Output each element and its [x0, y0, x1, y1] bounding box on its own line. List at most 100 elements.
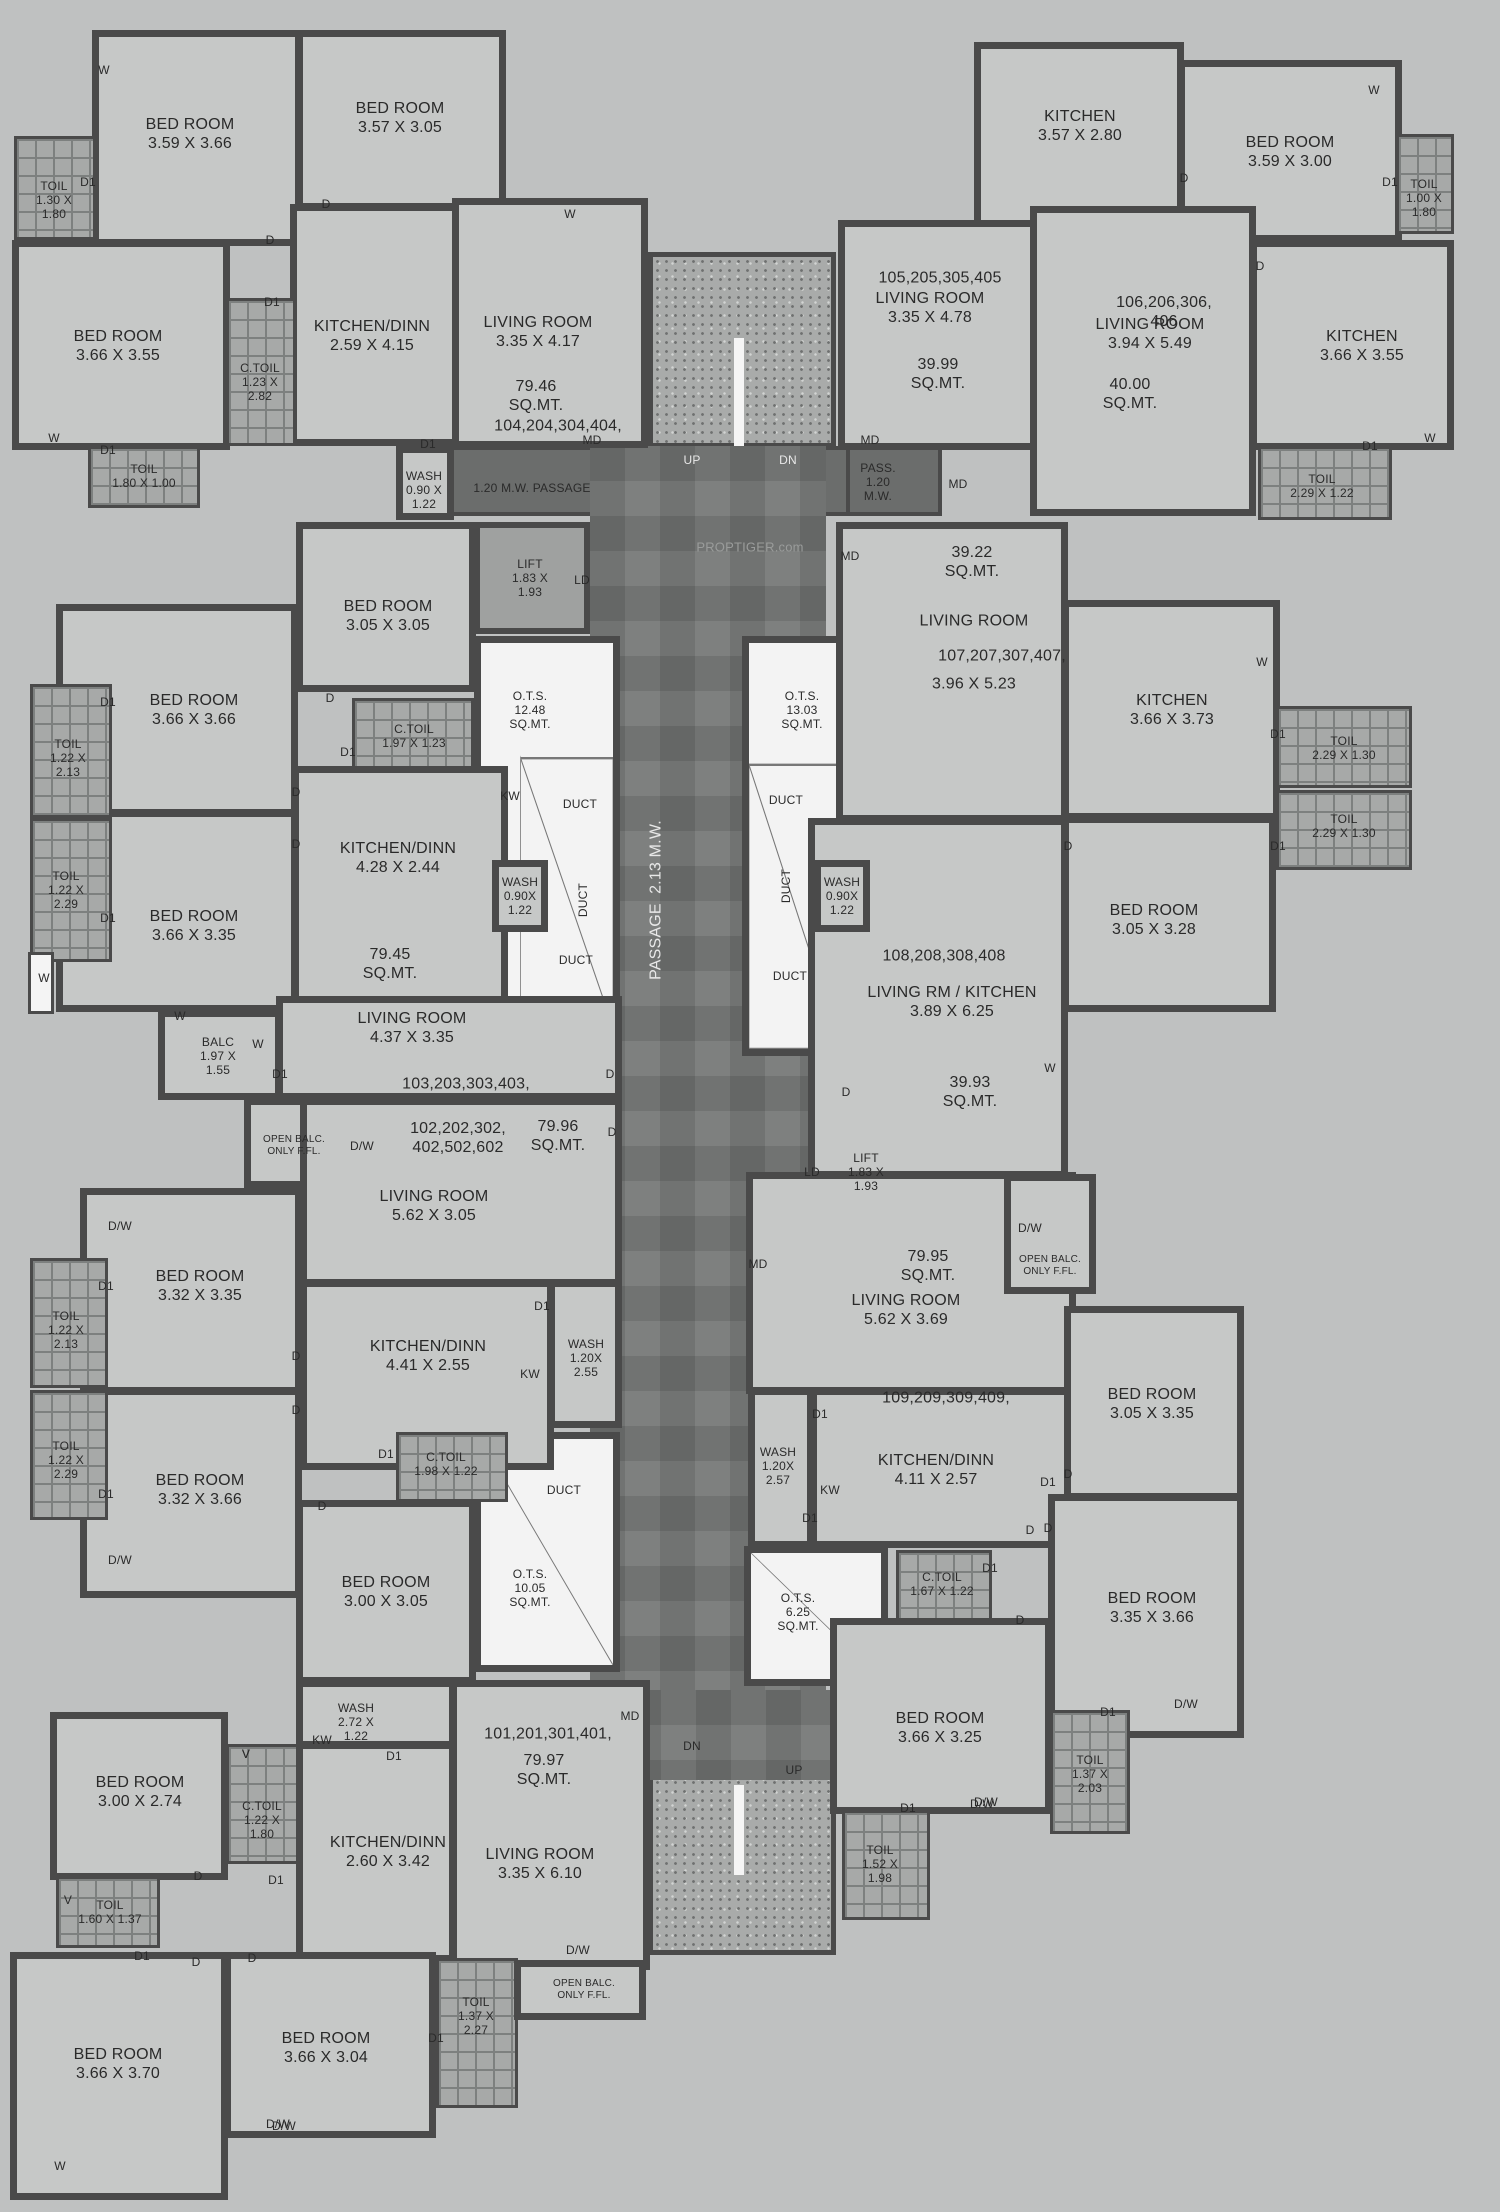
door-window-mark: W	[1368, 83, 1380, 97]
flat-102-number: 102,202,302, 402,502,602	[410, 1120, 506, 1156]
room-label: BED ROOM 3.66 X 3.04	[281, 2030, 371, 2066]
small-room-label: TOIL 2.29 X 1.22	[1290, 472, 1354, 500]
door-window-mark: D1	[272, 1067, 288, 1081]
small-room-label: C.TOIL 1.67 X 1.22	[910, 1570, 974, 1598]
flat-103-number: 103,203,303,403,	[402, 1075, 530, 1093]
toilet-1	[14, 136, 96, 240]
door-window-mark: MD	[840, 549, 860, 563]
room-bedroom-2	[296, 30, 506, 210]
small-room-label: WASH 1.20X 2.55	[567, 1337, 605, 1379]
door-window-mark: W	[38, 971, 50, 985]
door-window-mark: D1	[1382, 175, 1398, 189]
flat-107-number: 107,207,307,407,	[938, 647, 1066, 665]
door-window-mark: D1	[134, 1949, 150, 1963]
door-window-mark: D	[1043, 1521, 1053, 1535]
lift-top-label: LIFT 1.83 X 1.93	[512, 557, 548, 599]
room-label: KITCHEN 3.66 X 3.73	[1129, 692, 1215, 728]
door-window-mark: D1	[100, 695, 116, 709]
flat-108-area: 39.93 SQ.MT.	[942, 1074, 998, 1110]
door-window-mark: D/W	[974, 1795, 998, 1809]
door-window-mark: D	[291, 1403, 301, 1417]
room-label: BED ROOM 3.59 X 3.66	[145, 116, 235, 152]
room-label: KITCHEN/DINN 4.41 X 2.55	[369, 1338, 487, 1374]
door-window-mark: LD	[804, 1165, 820, 1179]
door-window-mark: W	[98, 63, 110, 77]
flat-105-number: 105,205,305,405	[878, 269, 1002, 287]
small-room-label: C.TOIL 1.97 X 1.23	[382, 722, 446, 750]
room-label: KITCHEN/DINN 4.11 X 2.57	[877, 1452, 995, 1488]
wash-5	[748, 1388, 814, 1548]
small-room-label: TOIL 1.30 X 1.80	[36, 179, 72, 221]
room-label: LIVING ROOM 3.35 X 4.17	[483, 314, 593, 350]
room-living-2	[838, 220, 1038, 450]
door-window-mark: D	[291, 1349, 301, 1363]
flat-106-number: 106,206,306, 406	[1116, 294, 1212, 330]
small-room-label: OPEN BALC. ONLY F.FL.	[1018, 1254, 1082, 1277]
room-bedroom-15	[50, 1712, 228, 1880]
flat-101-number: 101,201,301,401,	[484, 1725, 612, 1743]
room-bedroom-13	[1048, 1494, 1244, 1738]
room-label: LIVING ROOM 3.94 X 5.49	[1095, 316, 1205, 352]
small-room-label: TOIL 1.22 X 2.13	[50, 737, 86, 779]
door-window-mark: D	[291, 785, 301, 799]
flat-105-area: 39.99 SQ.MT.	[910, 356, 966, 392]
ctoilet-3	[396, 1432, 508, 1502]
door-window-mark: D	[321, 197, 331, 211]
small-room-label: TOIL 1.22 X 2.29	[48, 869, 84, 911]
toilet-14	[436, 1958, 518, 2108]
room-label: BED ROOM 3.32 X 3.35	[155, 1268, 245, 1304]
room-label: KITCHEN/DINN 2.60 X 3.42	[329, 1834, 447, 1870]
door-window-mark: W	[1424, 431, 1436, 445]
door-window-mark: D1	[378, 1447, 394, 1461]
door-window-mark: D	[841, 1085, 851, 1099]
room-label: KITCHEN 3.57 X 2.80	[1037, 108, 1123, 144]
flat-104-number: 104,204,304,404,	[494, 417, 622, 435]
room-label: LIVING ROOM 4.37 X 3.35	[357, 1010, 467, 1046]
ots-2-label: O.T.S. 13.03 SQ.MT.	[781, 689, 823, 731]
door-window-mark: D/W	[970, 1797, 994, 1811]
room-label: KITCHEN/DINN 2.59 X 4.15	[313, 318, 431, 354]
door-window-mark: D	[1255, 259, 1265, 273]
door-window-mark: D	[1015, 1613, 1025, 1627]
room-label: BED ROOM 3.66 X 3.55	[73, 328, 163, 364]
room-label: LIVING ROOM 3.35 X 4.78	[875, 290, 985, 326]
door-window-mark: D1	[420, 437, 436, 451]
small-room-label: WASH 0.90X 1.22	[501, 875, 539, 917]
door-window-mark: D/W	[108, 1219, 132, 1233]
door-window-mark: D1	[340, 745, 356, 759]
flat-104-area: 79.46 SQ.MT.	[508, 378, 564, 414]
door-window-mark: D1	[982, 1561, 998, 1575]
door-window-mark: D1	[900, 1801, 916, 1815]
door-window-mark: D	[247, 1951, 257, 1965]
stair-up-top: UP	[683, 453, 701, 467]
small-room-label: WASH 0.90X 1.22	[823, 875, 861, 917]
room-bedroom-11	[296, 1500, 476, 1684]
room-bedroom-14	[830, 1618, 1052, 1814]
toilet-3	[1396, 134, 1454, 234]
door-window-mark: KW	[520, 1367, 540, 1381]
small-room-label: TOIL 1.22 X 2.13	[48, 1309, 84, 1351]
flat-108-number: 108,208,308,408	[882, 947, 1006, 965]
room-label: KITCHEN/DINN 4.28 X 2.44	[339, 840, 457, 876]
room-label: BED ROOM 3.00 X 3.05	[341, 1574, 431, 1610]
ots-2-duct-b: DUCT	[779, 868, 793, 904]
small-room-label: TOIL 1.37 X 2.27	[458, 1995, 494, 2037]
flat-103-area: 79.45 SQ.MT.	[362, 946, 418, 982]
small-room-label: TOIL 1.22 X 2.29	[48, 1439, 84, 1481]
door-window-mark: D1	[80, 175, 96, 189]
wash-1	[396, 446, 454, 520]
room-label: BED ROOM 3.66 X 3.35	[149, 908, 239, 944]
toilet-8	[1276, 790, 1412, 870]
door-window-mark: W	[564, 207, 576, 221]
flat-109-area: 79.95 SQ.MT.	[900, 1248, 956, 1284]
passage-main-label: PASSAGE 2.13 M.W.	[647, 820, 665, 980]
lower-passage	[626, 1690, 836, 1780]
door-window-mark: D1	[264, 295, 280, 309]
window-pad	[28, 952, 54, 1014]
door-window-mark: D1	[100, 443, 116, 457]
small-room-label: C.TOIL 1.22 X 1.80	[242, 1799, 282, 1841]
door-window-mark: D1	[98, 1487, 114, 1501]
door-window-mark: MD	[582, 433, 602, 447]
small-room-label: BALC 1.97 X 1.55	[200, 1035, 236, 1077]
flat-102-area: 79.96 SQ.MT.	[530, 1118, 586, 1154]
